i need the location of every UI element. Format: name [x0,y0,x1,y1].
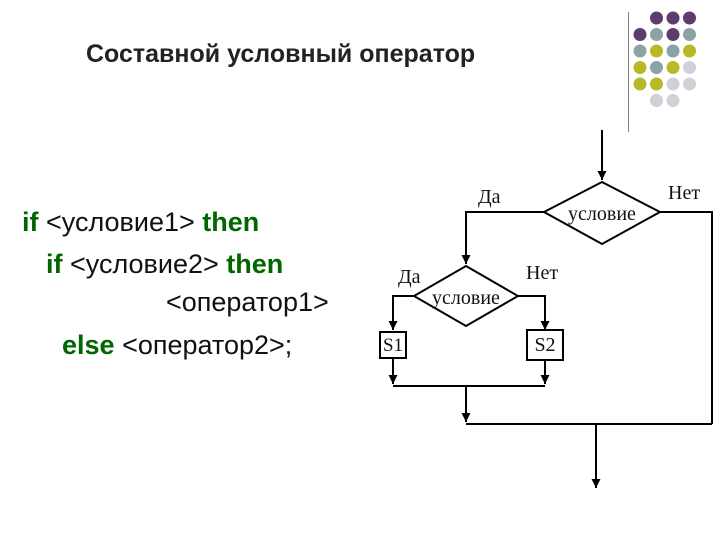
decor-dot [666,94,680,107]
decor-dot [650,28,663,41]
decor-dot [633,44,647,58]
inner-no-label: Нет [526,262,558,284]
decor-dot [650,94,663,107]
code-operator-2: <оператор2>; [114,330,293,360]
outer-no-branch [660,211,713,424]
code-line-3: <оператор1> [166,287,329,318]
decor-dot [650,44,663,58]
slide-title: Составной условный оператор [86,40,476,68]
outer-condition-diamond [541,180,663,246]
keyword-then: then [202,207,260,237]
decor-dot [633,61,647,74]
decor-dot [650,77,663,91]
decor-dot [633,77,647,91]
decor-dot [683,77,696,91]
decor-dot [650,61,663,74]
inner-condition-label: условие [432,287,500,309]
decor-dot [666,28,680,41]
decor-dot [650,11,663,25]
outer-yes-branch [461,211,544,264]
keyword-then: then [226,249,284,279]
code-line-4: else <оператор2>; [62,330,292,361]
decor-dot [633,28,647,41]
inner-no-branch [518,295,550,330]
code-operator-1: <оператор1> [166,287,329,317]
code-condition-2: <условие2> [62,249,227,279]
decor-dot [683,28,696,41]
code-condition-1: <условие1> [38,207,203,237]
code-line-1: if <условие1> then [22,207,259,238]
decor-dot [683,61,696,74]
decor-dot [666,61,680,74]
decor-dot [683,44,696,58]
keyword-if: if [46,249,63,279]
decor-dot [683,11,696,25]
outer-yes-label: Да [478,186,501,208]
s2-label: S2 [534,334,555,356]
outer-condition-label: условие [568,203,636,225]
s1-label: S1 [383,335,403,356]
inner-yes-branch [388,295,414,330]
code-line-2: if <условие2> then [46,249,283,280]
inner-condition-diamond [411,264,521,328]
keyword-if: if [22,207,39,237]
decor-dot [666,11,680,25]
decor-dot [666,77,680,91]
inner-yes-label: Да [398,266,421,288]
decor-dot [666,44,680,58]
decor-vertical-line [628,12,629,132]
outer-no-label: Нет [668,182,700,204]
keyword-else: else [62,330,115,360]
